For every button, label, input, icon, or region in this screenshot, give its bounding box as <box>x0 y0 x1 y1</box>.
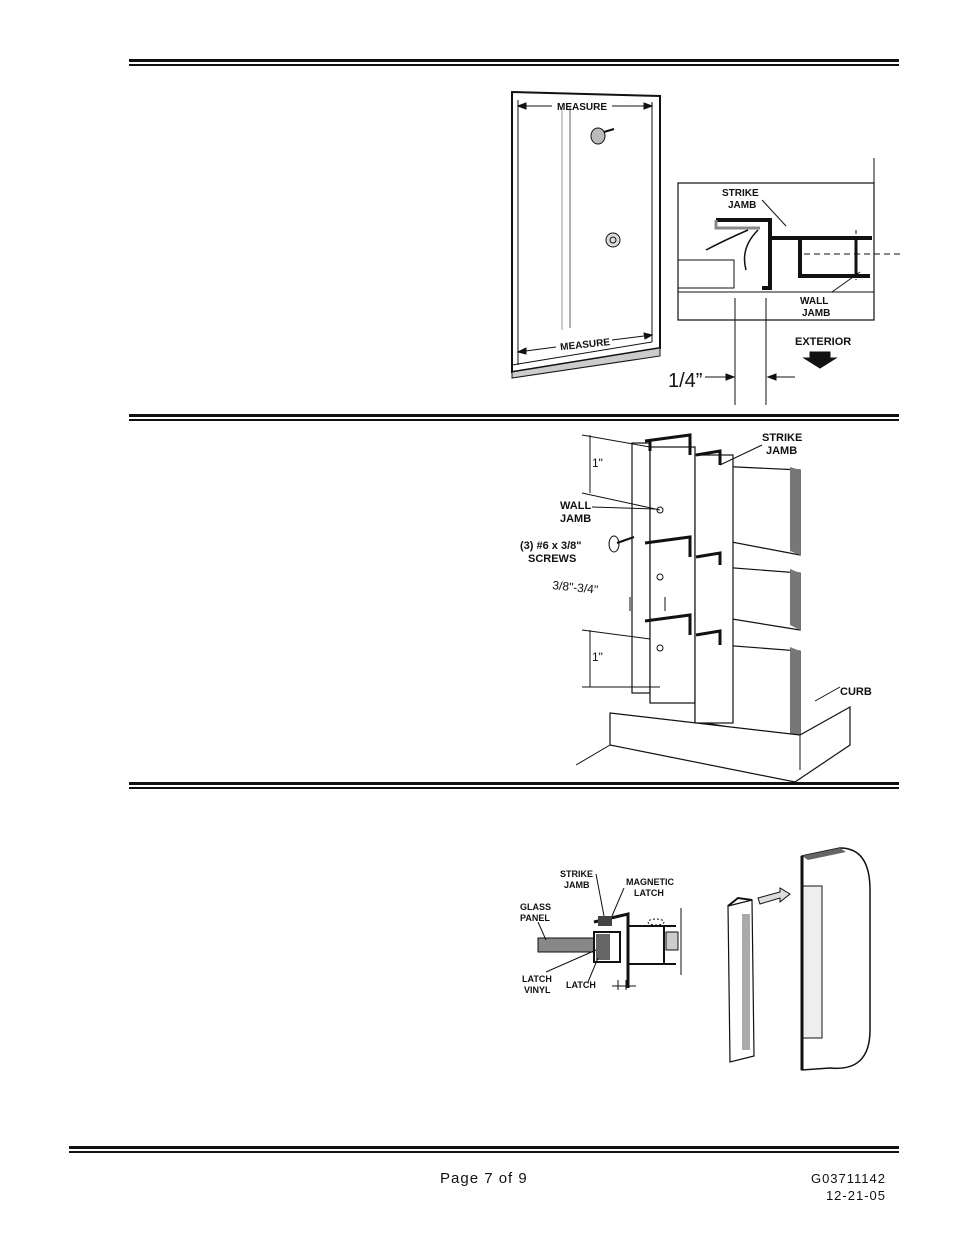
doc-number: G03711142 <box>810 1171 886 1186</box>
one-inch-label-bottom: 1" <box>592 650 603 664</box>
doc-date: 12-21-05 <box>825 1188 886 1203</box>
section-rule-3 <box>129 782 899 789</box>
section-rule-1 <box>129 59 899 66</box>
one-inch-label-top: 1" <box>592 456 603 470</box>
latch-detail-illustration <box>537 873 682 990</box>
footer-rule <box>69 1146 899 1153</box>
measure-bottom-label: MEASURE <box>560 337 611 353</box>
vinyl-install-illustration <box>727 847 871 1071</box>
page-number: Page 7 of 9 <box>440 1170 528 1187</box>
figure-latch-vinyl-install <box>727 847 871 1071</box>
jamb-mounting-illustration <box>575 433 851 783</box>
screws-label: (3) #6 x 3/8"SCREWS <box>520 540 581 565</box>
section-rule-2 <box>129 414 899 421</box>
jamb-cross-section <box>677 158 900 405</box>
range-dimension-label: 3/8"-3/4" <box>552 578 599 597</box>
curb-label: CURB <box>840 686 872 698</box>
gap-dimension-label: 1/4” <box>668 370 702 392</box>
measure-top-label: MEASURE <box>557 102 607 113</box>
document-code: G03711142 12-21-05 <box>790 1170 886 1204</box>
exterior-label: EXTERIOR <box>795 336 851 348</box>
latch-label: LATCH <box>566 980 596 990</box>
door-opening-illustration <box>511 90 661 379</box>
